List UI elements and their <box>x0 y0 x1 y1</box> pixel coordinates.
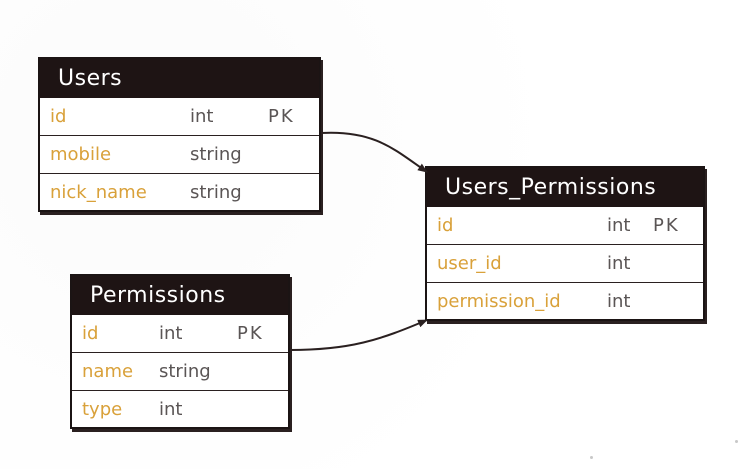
permissions-table-title: Permissions <box>90 283 226 308</box>
users-table[interactable]: Users id int PK mobile string nick_name … <box>38 57 321 212</box>
field-name: permission_id <box>437 290 561 312</box>
permissions-row-name: name string <box>72 353 288 391</box>
users-row-nick-name: nick_name string <box>40 174 319 210</box>
field-name: id <box>50 106 67 127</box>
field-name: mobile <box>50 144 112 165</box>
field-name: type <box>82 398 123 420</box>
permissions-table-header: Permissions <box>72 276 288 315</box>
field-type: int <box>607 253 631 274</box>
permissions-row-type: type int <box>72 391 288 427</box>
permissions-row-id: id int PK <box>72 315 288 353</box>
stray-mark <box>735 440 738 443</box>
field-type: string <box>190 181 242 203</box>
stray-mark <box>590 456 593 459</box>
users-permissions-row-user-id: user_id int <box>427 245 703 283</box>
users-permissions-row-id: id int PK <box>427 207 703 245</box>
field-name: id <box>437 215 454 236</box>
users-row-mobile: mobile string <box>40 136 319 174</box>
field-name: nick_name <box>50 181 147 203</box>
field-key: PK <box>268 106 295 127</box>
users-permissions-table[interactable]: Users_Permissions id int PK user_id int … <box>425 166 705 321</box>
field-type: int <box>190 106 214 127</box>
field-type: string <box>190 144 242 165</box>
permissions-table[interactable]: Permissions id int PK name string type i… <box>70 274 290 429</box>
field-type: string <box>159 361 211 382</box>
users-permissions-table-title: Users_Permissions <box>445 175 657 200</box>
field-type: int <box>159 398 183 420</box>
field-key: PK <box>237 323 264 344</box>
users-permissions-row-permission-id: permission_id int <box>427 283 703 319</box>
field-type: int <box>607 290 631 312</box>
users-table-title: Users <box>58 66 123 91</box>
field-type: int <box>159 323 183 344</box>
field-key: PK <box>653 215 680 236</box>
field-name: id <box>82 323 99 344</box>
field-name: user_id <box>437 253 502 274</box>
users-table-header: Users <box>40 59 319 98</box>
field-name: name <box>82 361 134 382</box>
users-permissions-table-header: Users_Permissions <box>427 168 703 207</box>
users-row-id: id int PK <box>40 98 319 136</box>
field-type: int <box>607 215 631 236</box>
permissions-to-users-permissions-arrow <box>289 319 428 351</box>
users-to-users-permissions-arrow <box>320 131 428 173</box>
